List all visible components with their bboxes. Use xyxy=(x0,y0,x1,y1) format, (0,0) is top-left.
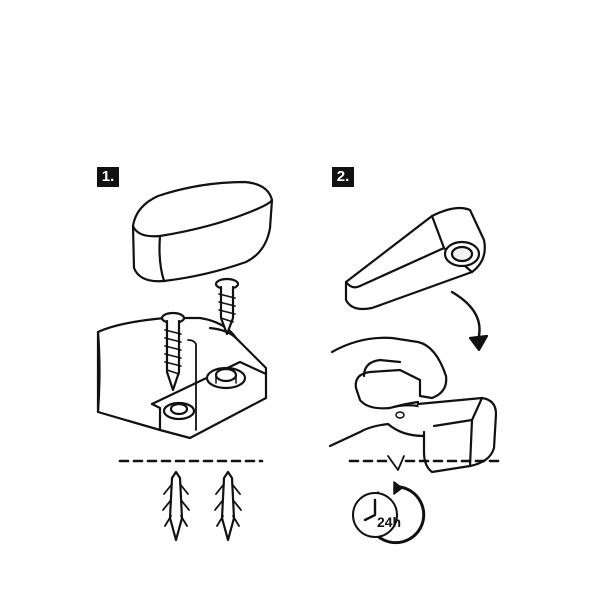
stopper-cap xyxy=(131,180,274,283)
clock-arrow-icon xyxy=(352,481,426,545)
stopper-angled xyxy=(344,206,486,311)
screw-right xyxy=(214,277,240,336)
step-2-badge: 2. xyxy=(332,167,354,187)
step-1-badge: 1. xyxy=(97,167,119,187)
rotate-arrow xyxy=(450,290,489,352)
wall-plug-left xyxy=(162,470,190,542)
wedge xyxy=(387,455,405,471)
wall-plug-right xyxy=(214,470,242,542)
timer-label: 24h xyxy=(377,514,401,530)
screw-left xyxy=(160,311,186,392)
stopper-base xyxy=(96,316,268,440)
stopper-pressed xyxy=(416,396,498,474)
